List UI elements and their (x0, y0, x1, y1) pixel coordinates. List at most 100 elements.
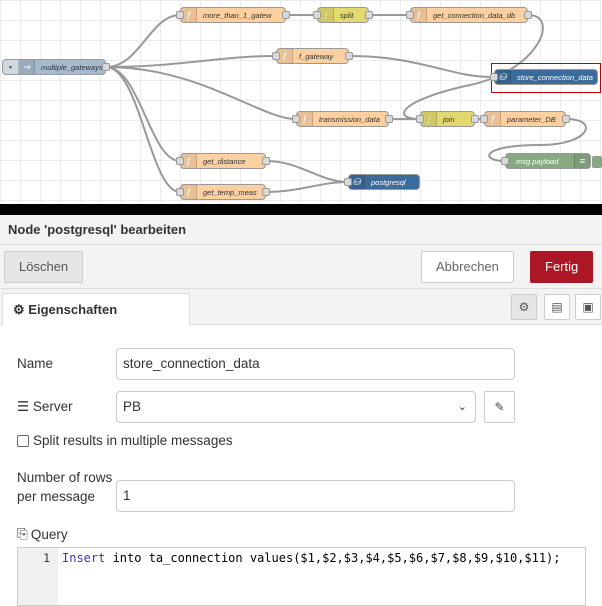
node-msg-payload[interactable]: msg.payload ≡ (501, 153, 602, 169)
settings-tab-button[interactable]: ⚙ (511, 294, 537, 320)
query-code-line[interactable]: Insert into ta_connection values($1,$2,$… (62, 551, 561, 565)
server-select[interactable]: PB ⌄ (116, 391, 476, 423)
line-number: 1 (43, 551, 50, 565)
done-button[interactable]: Fertig (530, 251, 594, 283)
function-icon: ƒ (277, 49, 293, 63)
code-file-icon: ⎘ (17, 526, 28, 541)
rows-per-message-label: Number of rows per message (17, 470, 113, 504)
node-label: f_gateway (299, 51, 334, 61)
join-icon: ⋮ (421, 112, 437, 126)
frame-icon: ▣ (582, 300, 594, 314)
input-port[interactable] (272, 52, 280, 60)
gear-icon: ⚙ (518, 300, 530, 314)
tabs-row: ⚙ Eigenschaften ⚙ ▤ ▣ (0, 289, 602, 326)
input-port[interactable] (406, 11, 414, 19)
wire (105, 14, 181, 68)
node-label: transmission_data (319, 114, 380, 124)
input-port[interactable] (344, 178, 352, 186)
name-input[interactable]: store_connection_data (116, 348, 515, 380)
split-results-label: Split results in multiple messages (33, 433, 233, 448)
node-label: split (340, 10, 354, 20)
edit-server-button[interactable]: ✎ (484, 391, 515, 423)
wire (105, 66, 181, 162)
node-join[interactable]: ⋮ join (416, 111, 479, 127)
divider-bar (0, 204, 602, 215)
wires-layer (105, 14, 587, 193)
wire (403, 14, 544, 120)
server-label-text: Server (32, 399, 73, 414)
node-store-connection-data[interactable]: ⛁ store_connection_data (490, 69, 598, 85)
debug-toggle-button[interactable] (592, 156, 602, 168)
output-port[interactable] (282, 11, 290, 19)
query-editor[interactable]: 1 Insert into ta_connection values($1,$2… (17, 547, 586, 606)
node-multiple-gateways[interactable]: ▪ ⇒ multiple_gateways (2, 59, 110, 75)
node-label: msg.payload (516, 156, 559, 166)
editor-gutter: 1 (18, 548, 58, 605)
wire (265, 160, 349, 183)
input-port[interactable] (490, 73, 498, 81)
debug-icon: ≡ (574, 154, 590, 168)
node-split[interactable]: ⋮ split (313, 7, 373, 23)
sql-rest: into ta_connection values($1,$2,$3,$4,$5… (105, 551, 561, 565)
output-port[interactable] (262, 188, 270, 196)
input-port[interactable] (416, 115, 424, 123)
arrow-right-icon: ⇒ (19, 60, 35, 74)
wire (488, 118, 587, 162)
delete-button[interactable]: Löschen (4, 251, 84, 283)
wire (265, 181, 349, 193)
flow-canvas[interactable]: ▪ ⇒ multiple_gateways ƒ more_than_1_gate… (0, 0, 602, 204)
input-port[interactable] (480, 115, 488, 123)
node-parameter-db[interactable]: ƒ parameter_DB (480, 111, 570, 127)
database-icon: ⛁ (349, 175, 365, 189)
output-port[interactable] (262, 157, 270, 165)
node-label: join (443, 114, 455, 124)
node-get-distance[interactable]: ƒ get_distance (176, 153, 270, 169)
output-port[interactable] (365, 11, 373, 19)
function-icon: ƒ (485, 112, 501, 126)
function-icon: ƒ (297, 112, 313, 126)
node-f-gateway[interactable]: ƒ f_gateway (272, 48, 353, 64)
rows-per-message-input[interactable]: 1 (116, 480, 515, 512)
document-icon: ▤ (551, 300, 563, 314)
sql-keyword: Insert (62, 551, 106, 565)
node-get-temp-meas[interactable]: ƒ get_temp_meas (176, 184, 270, 200)
appearance-tab-button[interactable]: ▣ (575, 294, 601, 320)
cancel-button[interactable]: Abbrechen (421, 251, 514, 283)
description-tab-button[interactable]: ▤ (544, 294, 570, 320)
split-results-row: Split results in multiple messages (17, 433, 233, 448)
function-icon: ƒ (181, 154, 197, 168)
input-port[interactable] (176, 188, 184, 196)
node-more-than-1-gatew[interactable]: ƒ more_than_1_gatew (176, 7, 290, 23)
tab-properties[interactable]: ⚙ Eigenschaften (2, 293, 190, 326)
split-icon: ⋮ (318, 8, 334, 22)
node-label: get_temp_meas (203, 187, 257, 197)
wire (348, 55, 493, 78)
node-label: get_connection_data_db (433, 10, 516, 20)
node-postgresql[interactable]: ⛁ postgresql (344, 174, 420, 190)
function-icon: ƒ (181, 8, 197, 22)
chevron-down-icon: ⌄ (457, 401, 467, 413)
tray-toolbar: Löschen Abbrechen Fertig (0, 245, 602, 289)
output-port[interactable] (385, 115, 393, 123)
input-port[interactable] (176, 11, 184, 19)
input-port[interactable] (501, 157, 509, 165)
output-port[interactable] (345, 52, 353, 60)
output-port[interactable] (562, 115, 570, 123)
split-results-checkbox[interactable] (17, 434, 29, 447)
node-transmission-data[interactable]: ƒ transmission_data (292, 111, 393, 127)
tray-title: Node 'postgresql' bearbeiten (0, 215, 602, 245)
function-icon: ƒ (411, 8, 427, 22)
output-port[interactable] (524, 11, 532, 19)
input-port[interactable] (313, 11, 321, 19)
node-label: postgresql (371, 177, 406, 187)
toggle-icon[interactable]: ▪ (3, 60, 19, 74)
function-icon: ƒ (181, 185, 197, 199)
output-port[interactable] (102, 63, 110, 71)
query-label: ⎘ Query (17, 526, 68, 542)
node-get-connection-data-db[interactable]: ƒ get_connection_data_db (406, 7, 532, 23)
input-port[interactable] (176, 157, 184, 165)
input-port[interactable] (292, 115, 300, 123)
node-label: multiple_gateways (41, 62, 103, 72)
output-port[interactable] (471, 115, 479, 123)
server-icon: ☰ (17, 399, 30, 414)
